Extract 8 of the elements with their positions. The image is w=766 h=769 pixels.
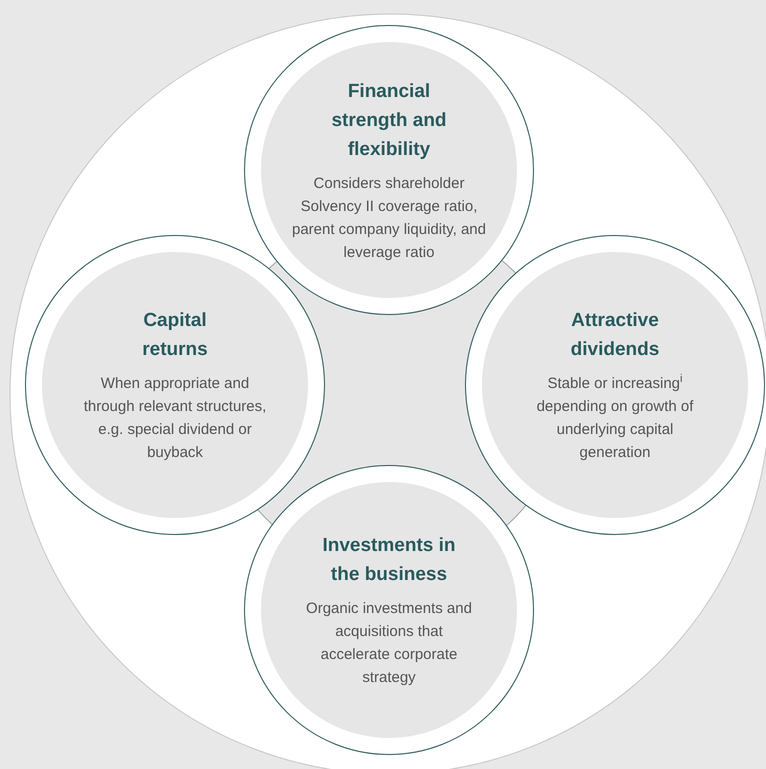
circle-heading: Capital returns	[141, 309, 209, 362]
circle-description: Considers shareholder Solvency II coverage ratio, parent company liquidity, and leverage ratio	[290, 174, 487, 262]
circle-description: Stable or increasing$^{i}$ depending on growth of underlying capital generation	[536, 372, 694, 463]
circle-heading: Investments in the business	[321, 534, 457, 587]
circle-heading: Attractive dividends	[570, 309, 660, 362]
circle-description: Organic investments and acquisitions that accelerate corporate strategy	[305, 599, 473, 688]
circle-heading: Financial strength and flexibility	[330, 80, 448, 162]
circle-description: When appropriate and through relevant structures, e.g. special dividend or buyback	[82, 374, 268, 463]
